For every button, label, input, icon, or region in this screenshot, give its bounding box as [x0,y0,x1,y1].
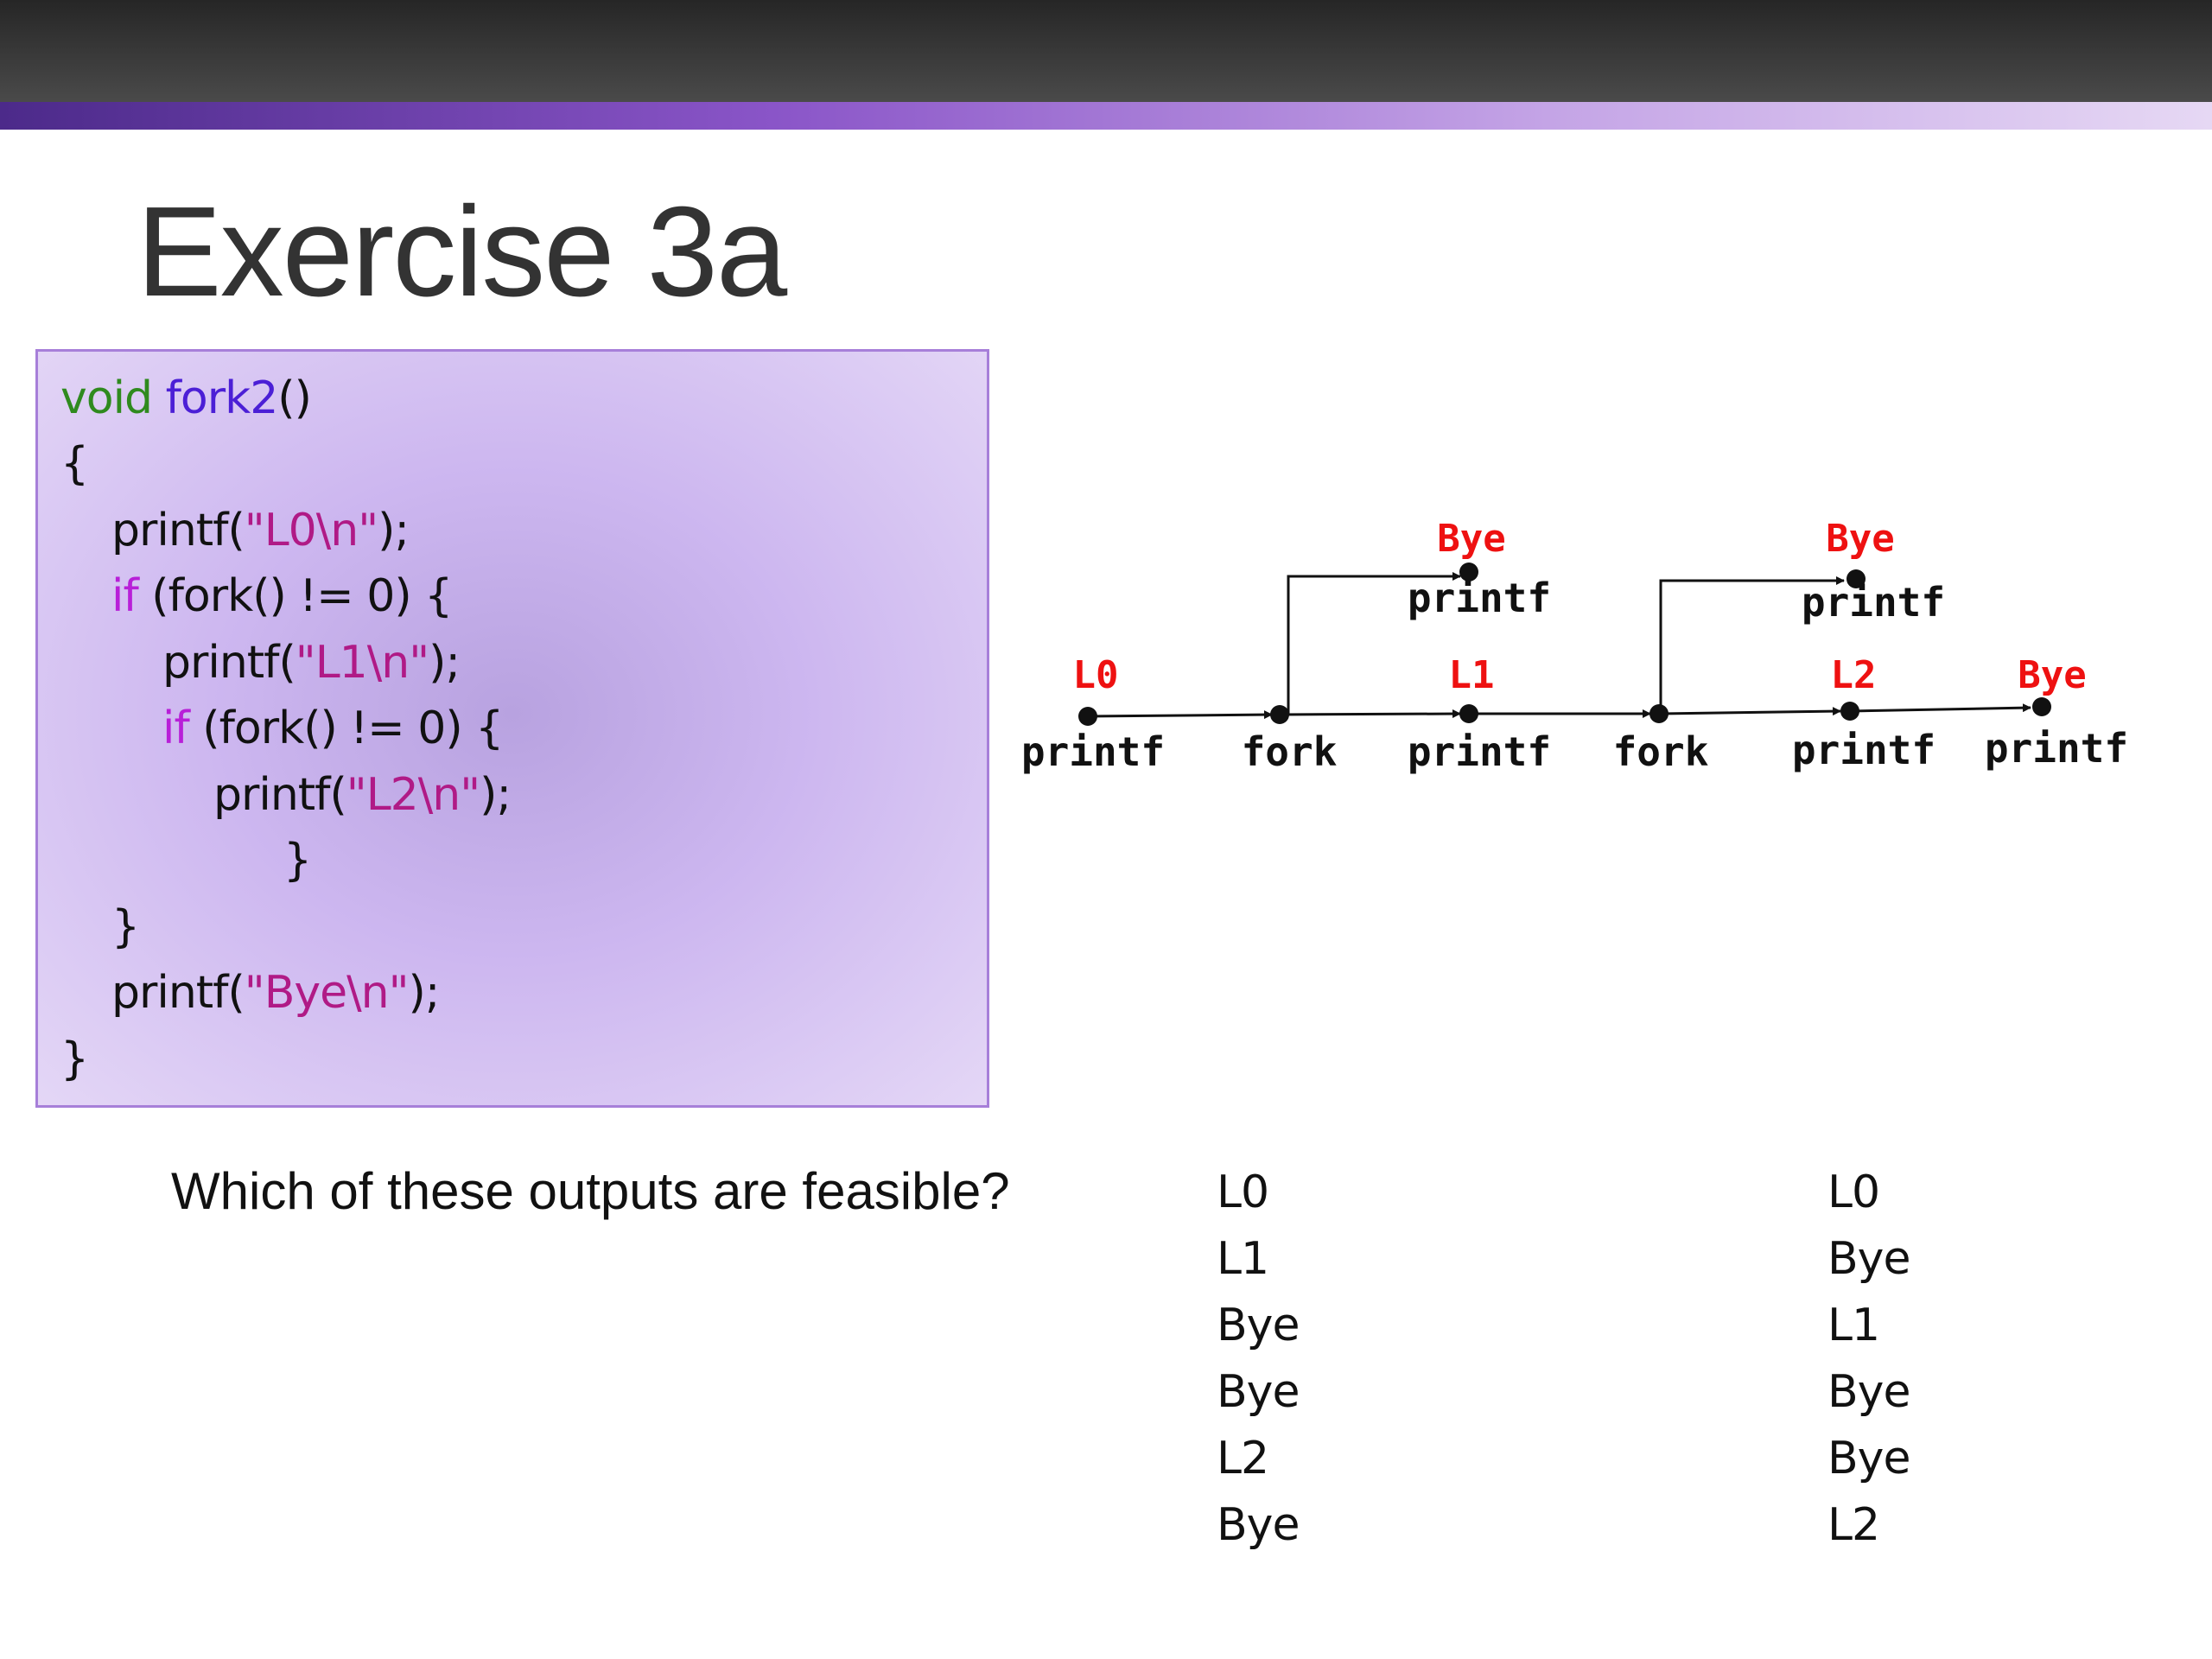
code-string: "L0\n" [244,505,378,556]
accent-bar [0,102,2212,130]
code-string: "L2\n" [346,769,480,821]
code-line-1: void fork2() [60,372,312,424]
graph-edge [1660,707,1841,716]
graph-node-printf-bye-child1 [1459,563,1478,582]
graph-label-l2: L2 [1831,653,1877,697]
graph-label-printf: printf [1792,727,1936,773]
graph-label-fork: fork [1613,728,1709,775]
code-line-8: } [283,835,312,887]
code-line-2: { [60,438,89,490]
output-option-right: L0 Bye L1 Bye Bye L2 [1827,1160,1910,1559]
output-line: L2 [1827,1499,1880,1551]
output-line: L2 [1217,1433,1269,1484]
graph-node-fork-1 [1270,705,1289,724]
graph-label-bye: Bye [1826,517,1894,561]
output-line: Bye [1827,1366,1910,1418]
graph-node-printf-l1 [1459,704,1478,723]
code-line-5: printf("L1\n"); [162,637,461,689]
graph-node-fork-2 [1649,704,1669,723]
output-line: L1 [1217,1233,1269,1285]
graph-label-l1: L1 [1449,653,1495,697]
graph-node-printf-l2 [1840,702,1859,721]
code-if-keyword: if [111,570,139,622]
graph-label-printf: printf [1802,579,1945,626]
code-box: void fork2() { printf("L0\n"); if (fork(… [35,349,989,1108]
code-type-keyword: void [60,372,153,424]
output-line: Bye [1217,1366,1300,1418]
graph-label-printf: printf [1021,728,1165,775]
graph-node-printf-bye-main [2032,697,2051,716]
code-function-name: fork2 [165,372,279,424]
graph-label-l0: L0 [1073,653,1119,697]
graph-node-printf-l0 [1078,707,1097,726]
code-line-10: printf("Bye\n"); [111,967,440,1019]
output-option-left: L0 L1 Bye Bye L2 Bye [1217,1160,1300,1559]
code-string: "Bye\n" [244,967,410,1019]
graph-edge [1850,703,2031,713]
output-line: Bye [1827,1433,1910,1484]
code-line-7: printf("L2\n"); [213,769,512,821]
graph-node-printf-bye-child2 [1847,569,1866,588]
graph-label-printf: printf [1408,728,1551,775]
output-line: L0 [1827,1166,1880,1218]
code-line-3: printf("L0\n"); [111,505,410,556]
output-line: L0 [1217,1166,1269,1218]
graph-branch-edge [1287,572,1461,715]
code-line-4: if (fork() != 0) { [111,570,453,622]
top-bar [0,0,2212,102]
output-line: Bye [1827,1233,1910,1285]
graph-label-bye: Bye [1437,517,1505,561]
code-string: "L1\n" [295,637,429,689]
output-line: Bye [1217,1300,1300,1351]
graph-label-printf: printf [1985,725,2128,772]
code-line-6: if (fork() != 0) { [162,702,504,754]
output-line: Bye [1217,1499,1300,1551]
graph-edge [1090,710,1273,720]
question-text: Which of these outputs are feasible? [171,1162,1010,1220]
output-line: L1 [1827,1300,1880,1351]
code-line-9: } [111,901,140,953]
code-line-11: } [60,1033,89,1085]
code-if-keyword: if [162,702,190,754]
graph-label-printf: printf [1408,575,1551,621]
slide-title: Exercise 3a [137,181,787,323]
graph-branch-edge [1659,576,1845,714]
graph-edge [1281,709,1461,719]
graph-label-bye: Bye [2018,653,2086,697]
code-parens: () [277,372,312,424]
graph-label-fork: fork [1242,728,1338,775]
